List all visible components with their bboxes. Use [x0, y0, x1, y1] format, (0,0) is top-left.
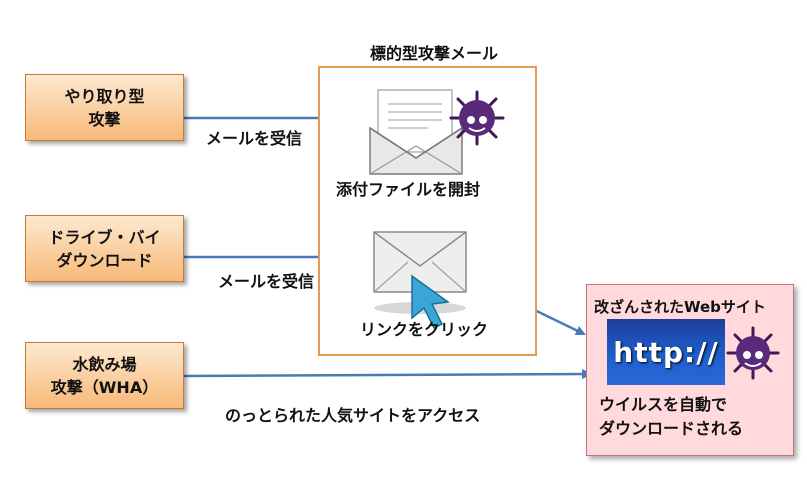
virus-icon — [449, 90, 505, 146]
cursor-arrow-icon — [411, 274, 450, 330]
edge-label-receive-mail-2: メールを受信 — [218, 272, 315, 291]
group-title: 標的型攻撃メール — [370, 44, 499, 63]
compromised-website-box: 改ざんされたWebサイト http:// ウイルスを自動で ダウンロードされる — [586, 284, 794, 456]
attachment-caption: 添付ファイルを開封 — [336, 180, 481, 199]
virus-icon — [726, 326, 780, 380]
browser-screen: http:// — [607, 319, 725, 385]
arrow-watering-to-website — [181, 369, 592, 380]
attack-box-driveby: ドライブ・バイ ダウンロード — [25, 215, 184, 282]
targeted-email-group: 添付ファイルを開封 リンクをクリック — [318, 66, 537, 356]
website-title: 改ざんされたWebサイト — [594, 298, 766, 316]
url-text: http:// — [613, 335, 719, 369]
attack-box-watering-hole: 水飲み場 攻撃（WHA） — [25, 342, 184, 409]
link-caption: リンクをクリック — [360, 320, 489, 339]
attack-box-exchange: やり取り型 攻撃 — [25, 74, 184, 141]
website-caption: ウイルスを自動で ダウンロードされる — [599, 395, 744, 438]
open-envelope-icon — [369, 89, 463, 175]
edge-label-access-site: のっとられた人気サイトをアクセス — [225, 406, 481, 425]
edge-label-receive-mail-1: メールを受信 — [206, 129, 303, 148]
